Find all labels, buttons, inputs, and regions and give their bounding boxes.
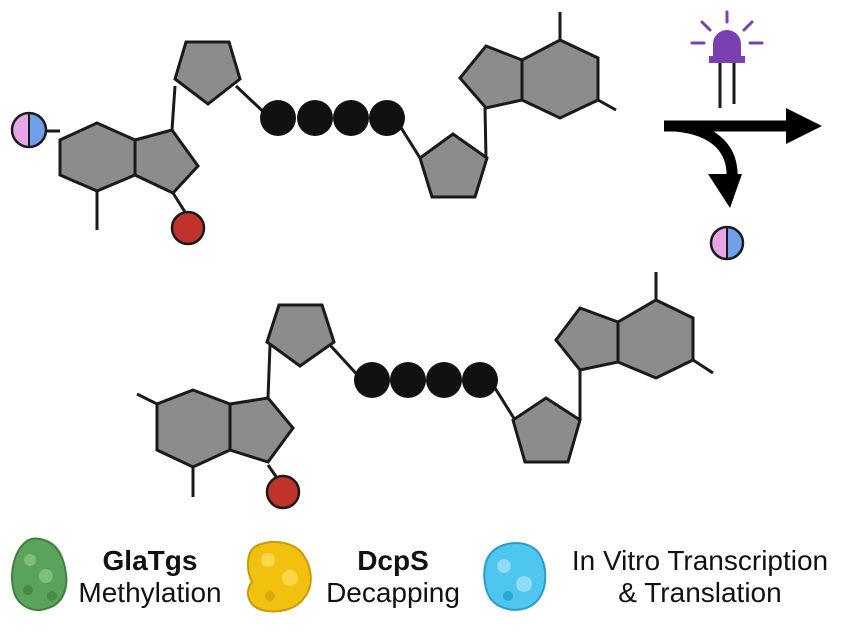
- glatgs-title: GlaTgs: [103, 545, 198, 576]
- pentagon-ring: [554, 306, 620, 372]
- uncaged-cap-molecule: [136, 272, 714, 510]
- sugar-ring: [511, 396, 582, 464]
- sugar-ring: [265, 303, 336, 368]
- sugar-ring: [418, 132, 489, 199]
- dcps-subtitle: Decapping: [326, 577, 460, 608]
- caged-cap-molecule: [10, 12, 617, 246]
- ivtt-subtitle-2: & Translation: [618, 577, 781, 608]
- hexagon-ring: [155, 388, 232, 469]
- hexagon-ring: [520, 38, 600, 120]
- legend: GlaTgs Methylation DcpS Decapping In Vit…: [11, 537, 828, 613]
- phosphate-chain: [260, 100, 405, 136]
- ivtt-subtitle: In Vitro Transcription: [572, 545, 828, 576]
- phosphate-chain: [354, 362, 498, 398]
- pentagon-ring: [228, 396, 295, 464]
- glatgs-subtitle: Methylation: [78, 577, 221, 608]
- glatgs-enzyme-icon: [11, 537, 68, 611]
- branched-arrow-icon: [664, 108, 822, 208]
- sugar-ring: [173, 40, 242, 106]
- ivtt-ribosome-icon: [483, 542, 547, 611]
- pentagon-ring: [458, 44, 524, 110]
- dcps-enzyme-icon: [246, 540, 312, 613]
- released-photocage-icon: [709, 225, 745, 261]
- dcps-title: DcpS: [357, 545, 429, 576]
- hexagon-ring: [58, 121, 137, 193]
- hexagon-ring: [616, 298, 695, 380]
- photocage-group-icon: [10, 111, 48, 149]
- red-group: [170, 210, 206, 246]
- pentagon-ring: [133, 128, 200, 195]
- red-group: [265, 474, 301, 510]
- led-light-icon: [690, 10, 764, 108]
